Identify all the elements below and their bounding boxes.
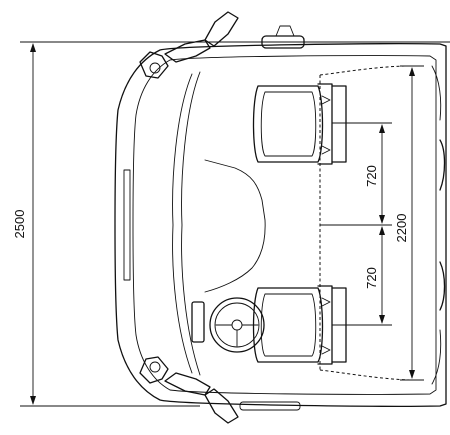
bottom-mirror (139, 356, 239, 424)
top-mirror (139, 11, 239, 79)
cab-inner-width-label: 2200 (394, 214, 409, 243)
upper-seat (252, 83, 347, 165)
seat-spacing-lower-label: 720 (364, 267, 379, 289)
seat-spacing-dimension: 720 720 (320, 122, 392, 326)
overall-width-label: 2500 (12, 210, 27, 239)
roof-fitting (261, 25, 305, 49)
engine-tunnel (204, 159, 266, 293)
cab-body (114, 43, 447, 407)
bottom-fitting (239, 401, 301, 411)
sleeper-boundary (319, 65, 411, 381)
seat-spacing-upper-label: 720 (364, 165, 379, 187)
overall-width-dimension: 2500 (12, 41, 200, 407)
cab-inner-width-dimension: 2200 (394, 65, 424, 381)
steering-wheel (191, 297, 265, 353)
